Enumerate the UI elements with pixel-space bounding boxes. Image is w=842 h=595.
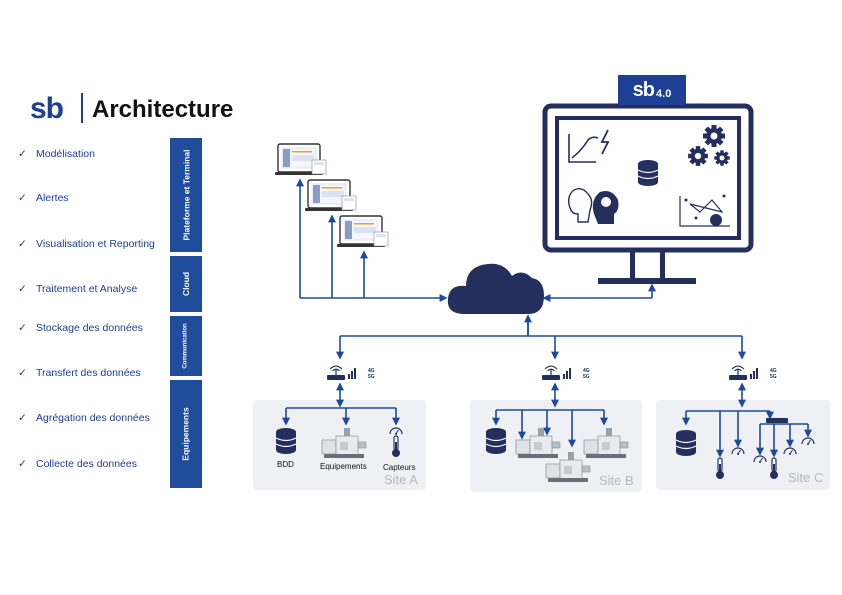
layer-communication: Communication <box>170 316 202 376</box>
database-icon <box>485 427 507 455</box>
checkmark-icon: ✓ <box>18 192 27 204</box>
feature-item: ✓Alertes <box>18 192 69 204</box>
feature-item: ✓Collecte des données <box>18 458 137 470</box>
sb-logo: sb <box>30 92 64 125</box>
site-c-label: Site C <box>788 470 824 485</box>
logo-separator <box>81 93 83 123</box>
checkmark-icon: ✓ <box>18 322 27 334</box>
checkmark-icon: ✓ <box>18 238 27 250</box>
feature-item: ✓Visualisation et Reporting <box>18 238 155 250</box>
layer-equipment: Equipements <box>170 380 202 488</box>
layer-cloud: Cloud <box>170 256 202 312</box>
gateway-icon <box>541 365 572 381</box>
feature-item: ✓Modélisation <box>18 148 95 160</box>
site-a-label: Site A <box>384 472 418 487</box>
gear-icon <box>688 146 708 166</box>
feature-item: ✓Transfert des données <box>18 367 141 379</box>
laptop-icon <box>304 179 357 212</box>
layer-platform: Plateforme et Terminal <box>170 138 202 252</box>
gateway-label: 4G 5G <box>770 368 777 380</box>
laptop-icon <box>336 215 389 248</box>
laptop-icon <box>274 143 327 176</box>
page-title: Architecture <box>92 96 234 123</box>
gateway-label: 4G 5G <box>368 368 375 380</box>
feature-item: ✓Stockage des données <box>18 322 143 334</box>
brain-icon <box>567 187 619 224</box>
gear-icon <box>714 150 730 166</box>
chart-icon <box>679 194 730 227</box>
database-icon <box>675 429 697 457</box>
device-label-capteurs: Capteurs <box>383 463 416 472</box>
feature-item: ✓Traitement et Analyse <box>18 283 138 295</box>
database-icon <box>275 427 297 455</box>
site-connectors <box>282 382 812 458</box>
switch-icon <box>766 418 788 423</box>
site-b-label: Site B <box>599 473 634 488</box>
device-label-equipements: Equipements <box>320 462 367 471</box>
device-label-bdd: BDD <box>277 460 294 469</box>
chart-icon <box>568 129 610 163</box>
checkmark-icon: ✓ <box>18 148 27 160</box>
feature-item: ✓Agrégation des données <box>18 412 150 424</box>
checkmark-icon: ✓ <box>18 283 27 295</box>
gateway-label: 4G 5G <box>583 368 590 380</box>
checkmark-icon: ✓ <box>18 412 27 424</box>
gateway-icon <box>728 365 759 381</box>
checkmark-icon: ✓ <box>18 458 27 470</box>
gear-icon <box>703 125 725 147</box>
gateway-icon <box>326 365 357 381</box>
platform-connectors <box>296 178 746 360</box>
checkmark-icon: ✓ <box>18 367 27 379</box>
monitor-icon <box>542 103 754 284</box>
cloud-icon <box>447 263 544 314</box>
